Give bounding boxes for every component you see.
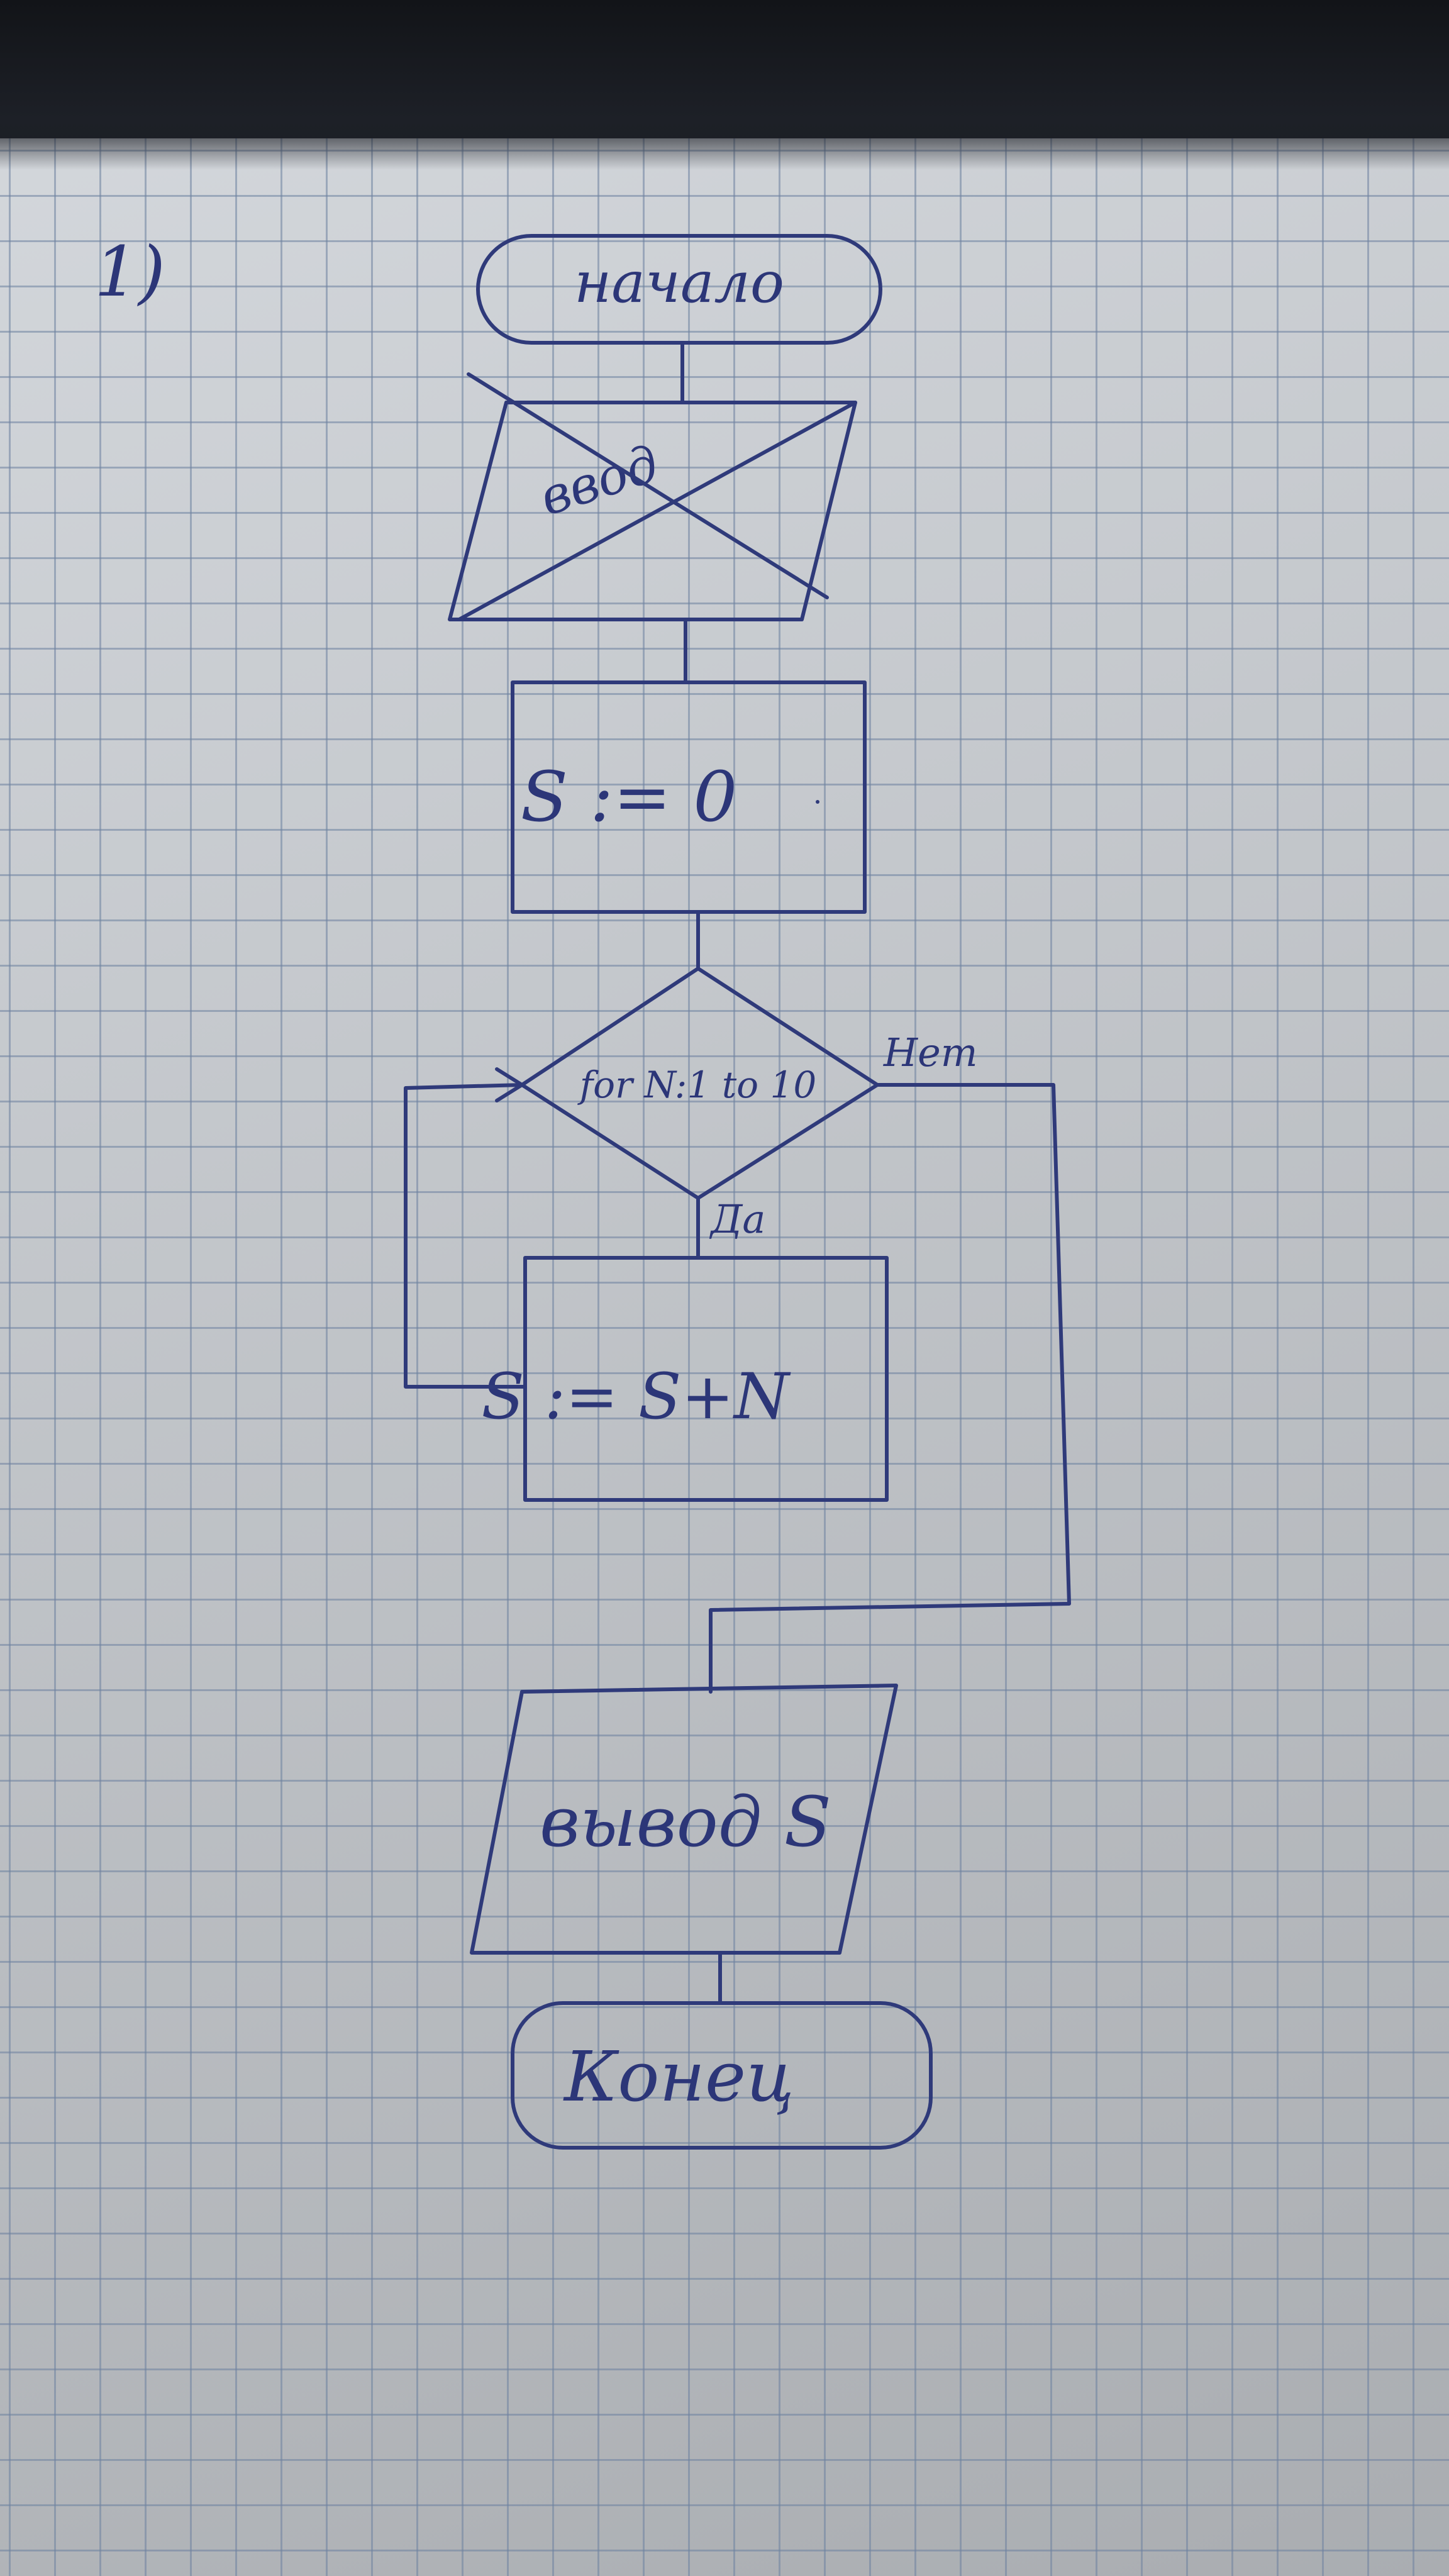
init-label: S := 0 <box>521 757 738 837</box>
branch-no-label: Нет <box>883 1030 978 1075</box>
graph-paper-sheet <box>0 138 1449 2576</box>
input-crossed-label: ввод <box>533 434 665 527</box>
cross-stroke-a <box>467 372 829 599</box>
input-parallelogram-crossed <box>448 401 857 621</box>
page-label: 1) <box>94 231 165 312</box>
dark-background-edge <box>0 0 1449 170</box>
body-process-box <box>523 1256 889 1502</box>
start-terminal <box>476 234 882 345</box>
body-label: S := S+N <box>481 1360 791 1433</box>
end-label: Конец <box>563 2036 794 2117</box>
loop-condition-label: for N:1 to 10 <box>577 1063 817 1106</box>
end-terminal <box>511 2001 933 2150</box>
init-process-box <box>511 680 867 914</box>
output-label: вывод S <box>540 1782 831 1862</box>
connector-no-to-output <box>709 1083 1071 1694</box>
start-label: начало <box>574 250 784 316</box>
branch-yes-label: Да <box>709 1196 765 1242</box>
loop-back-arrowhead <box>495 1067 524 1102</box>
cross-stroke-b <box>457 401 857 621</box>
connector-loop-back <box>404 1083 527 1389</box>
output-parallelogram <box>470 1684 898 1955</box>
